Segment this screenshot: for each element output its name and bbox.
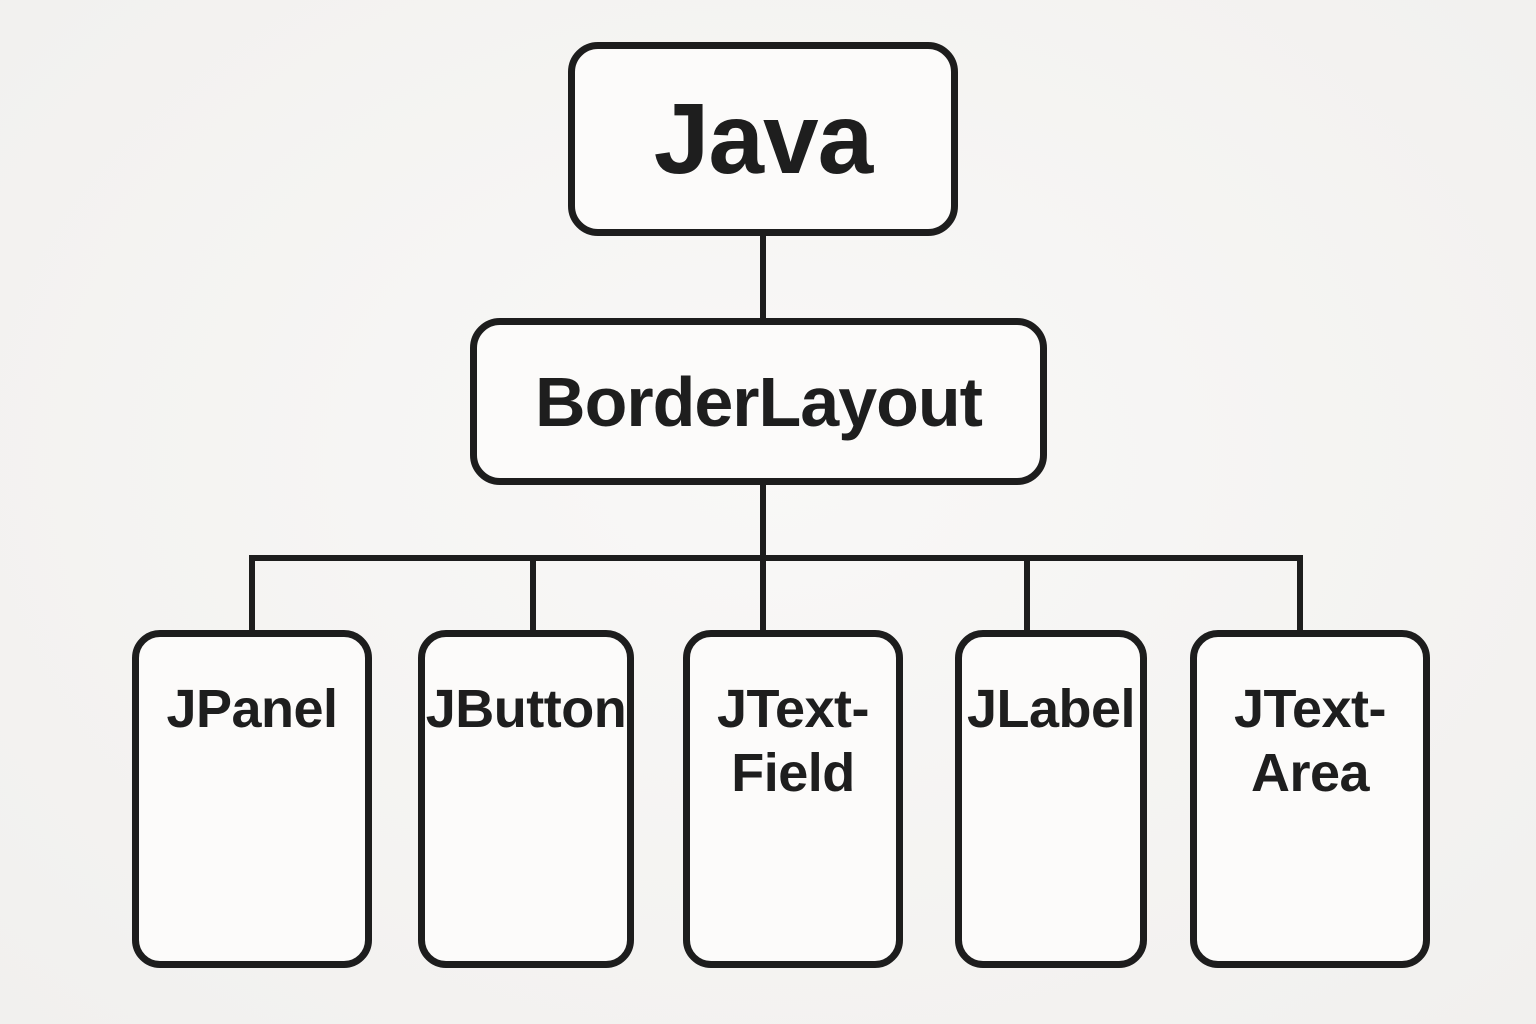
node-borderlayout: BorderLayout xyxy=(470,318,1047,485)
edge-drop-jbutton xyxy=(530,555,536,632)
edge-children-rail xyxy=(249,555,1303,561)
node-jlabel: JLabel xyxy=(955,630,1147,968)
node-java-label: Java xyxy=(653,82,873,195)
edge-drop-jlabel xyxy=(1024,555,1030,632)
node-jtextfield-label: JText- Field xyxy=(716,677,870,805)
label-line: JPanel xyxy=(166,679,338,739)
node-jlabel-label: JLabel xyxy=(966,677,1136,741)
node-jtextarea-label: JText- Area xyxy=(1233,677,1387,805)
node-jtextarea: JText- Area xyxy=(1190,630,1430,968)
label-line: JText- xyxy=(716,679,870,739)
edge-drop-jtextarea xyxy=(1297,555,1303,632)
edge-drop-jpanel xyxy=(249,555,255,632)
node-jbutton-label: JButton xyxy=(425,677,627,741)
label-line: Area xyxy=(1250,743,1370,803)
label-line: JButton xyxy=(425,679,627,739)
node-borderlayout-label: BorderLayout xyxy=(535,362,983,441)
edge-java-borderlayout xyxy=(760,236,766,320)
node-jpanel-label: JPanel xyxy=(166,677,338,741)
label-line: JLabel xyxy=(966,679,1136,739)
node-jpanel: JPanel xyxy=(132,630,372,968)
label-line: JText- xyxy=(1233,679,1387,739)
node-java: Java xyxy=(568,42,958,236)
node-jtextfield: JText- Field xyxy=(683,630,903,968)
label-line: Field xyxy=(731,743,855,803)
node-jbutton: JButton xyxy=(418,630,634,968)
